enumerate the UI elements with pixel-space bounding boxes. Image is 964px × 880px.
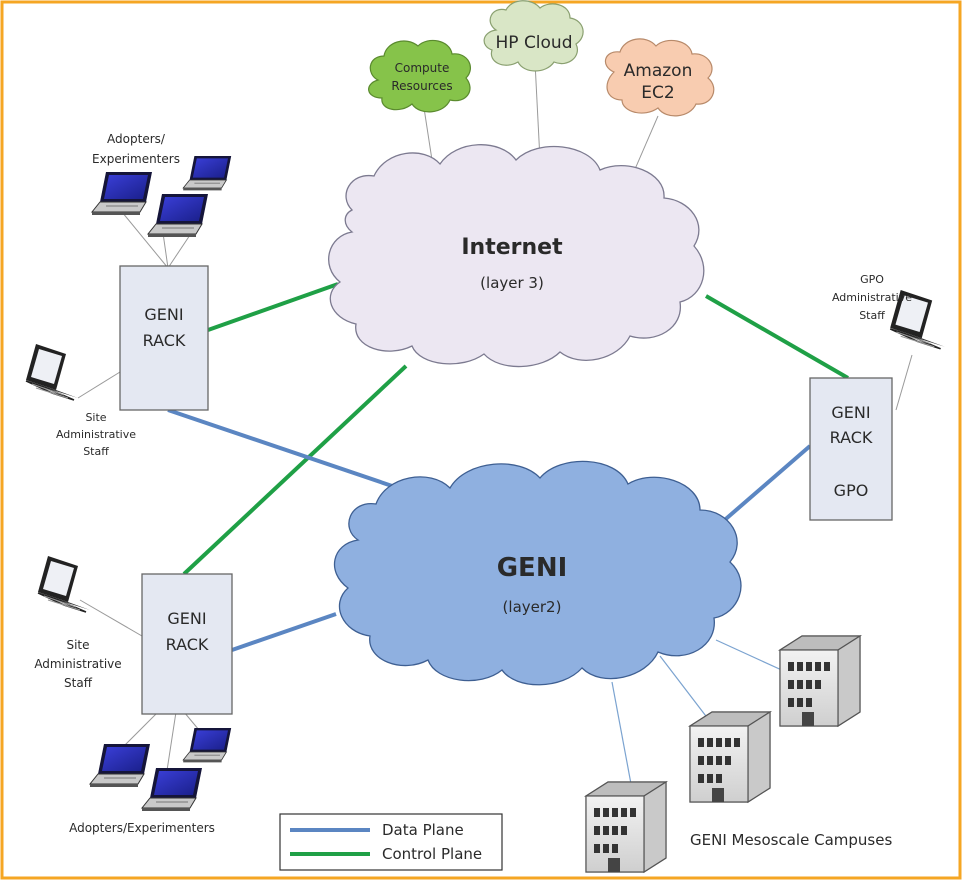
adopters-top-label: Experimenters bbox=[92, 152, 180, 166]
site-admin-bottom-label: Administrative bbox=[34, 657, 121, 671]
rack-label: GENI bbox=[831, 403, 870, 422]
site-admin-bottom-label: Staff bbox=[64, 676, 93, 690]
rack-label: RACK bbox=[166, 635, 209, 654]
gpo-admin-label: Administrative bbox=[832, 291, 912, 304]
rack-label: GPO bbox=[834, 481, 869, 500]
site-admin-bottom-label: Site bbox=[66, 638, 89, 652]
site-admin-top-label: Staff bbox=[83, 445, 109, 458]
hp-cloud: HP Cloud bbox=[483, 0, 584, 72]
control-plane-links bbox=[182, 282, 850, 576]
control-link-gpo bbox=[704, 294, 850, 380]
control-link-rack-tl bbox=[207, 282, 339, 332]
data-link-rack-tl bbox=[167, 408, 405, 492]
rack-label: GENI bbox=[144, 305, 183, 324]
adopters-top-label: Adopters/ bbox=[107, 132, 166, 146]
geni-sub: (layer2) bbox=[503, 598, 562, 616]
building-icon bbox=[585, 781, 667, 873]
campus-lines bbox=[611, 639, 787, 801]
compute-label-2: Resources bbox=[391, 79, 452, 93]
amazon-ec2-cloud: Amazon EC2 bbox=[604, 38, 715, 117]
compute-label-1: Compute bbox=[395, 61, 450, 75]
campuses-label: GENI Mesoscale Campuses bbox=[690, 831, 892, 849]
internet-sub: (layer 3) bbox=[480, 274, 544, 292]
geni-cloud: GENI (layer2) bbox=[333, 460, 742, 686]
geni-rack-gpo: GENI RACK GPO bbox=[809, 377, 893, 521]
hp-cloud-label: HP Cloud bbox=[496, 33, 573, 53]
geni-rack-top-left: GENI RACK bbox=[119, 265, 209, 411]
amazon-label-2: EC2 bbox=[641, 83, 674, 103]
gpo-admin-label: Staff bbox=[859, 309, 885, 322]
building-icon bbox=[689, 711, 771, 803]
legend-data-plane: Data Plane bbox=[382, 821, 464, 839]
amazon-label-1: Amazon bbox=[624, 61, 693, 81]
control-link-rack-bl bbox=[182, 364, 408, 576]
data-link-gpo bbox=[718, 444, 812, 526]
building-icon bbox=[779, 635, 861, 727]
geni-title: GENI bbox=[497, 553, 568, 583]
rack-label: GENI bbox=[167, 609, 206, 628]
gpo-admin-label: GPO bbox=[860, 273, 884, 286]
data-plane-links bbox=[167, 408, 812, 652]
geni-rack-bottom-left: GENI RACK bbox=[141, 573, 233, 715]
internet-title: Internet bbox=[461, 235, 563, 260]
site-admin-top-label: Administrative bbox=[56, 428, 136, 441]
rack-label: RACK bbox=[143, 331, 186, 350]
data-link-rack-bl bbox=[231, 612, 337, 652]
legend: Data Plane Control Plane bbox=[279, 813, 503, 871]
rack-label: RACK bbox=[830, 428, 873, 447]
internet-cloud: Internet (layer 3) bbox=[328, 144, 705, 368]
legend-control-plane: Control Plane bbox=[382, 845, 482, 863]
site-admin-top-label: Site bbox=[85, 411, 106, 424]
compute-resources-cloud: Compute Resources bbox=[368, 39, 471, 113]
adopters-bottom-label: Adopters/Experimenters bbox=[69, 821, 215, 835]
